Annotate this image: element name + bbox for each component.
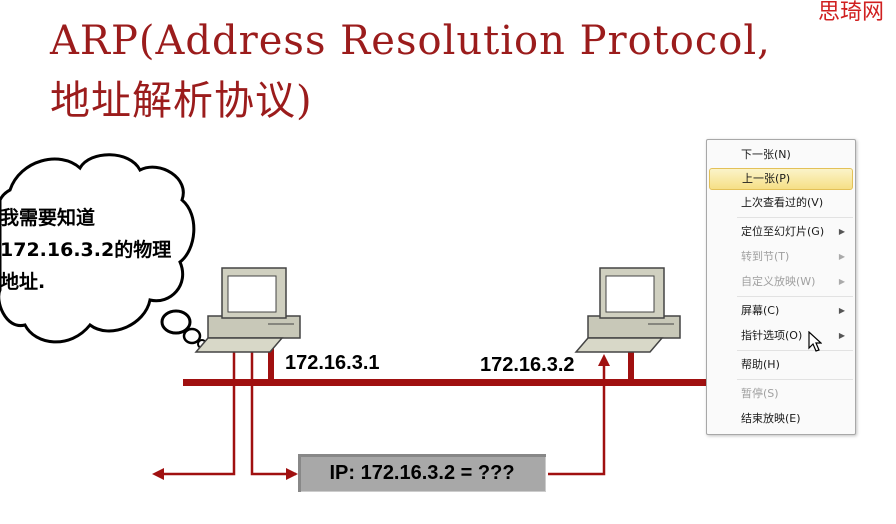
- menu-item-next[interactable]: 下一张(N): [709, 144, 853, 166]
- menu-item-screen[interactable]: 屏幕(C) ▶: [709, 300, 853, 322]
- broadcast-arrows: [158, 350, 606, 476]
- menu-item-custom-show: 自定义放映(W) ▶: [709, 271, 853, 293]
- computer-2-icon: [574, 267, 681, 353]
- menu-item-label: 自定义放映(W): [741, 275, 816, 288]
- menu-item-go-to-section: 转到节(T) ▶: [709, 246, 853, 268]
- slideshow-context-menu: 下一张(N) 上一张(P) 上次查看过的(V) 定位至幻灯片(G) ▶ 转到节(T…: [706, 139, 856, 435]
- menu-item-label: 上一张(P): [742, 172, 791, 185]
- menu-item-label: 定位至幻灯片(G): [741, 225, 825, 238]
- arp-query-box: IP: 172.16.3.2 = ???: [298, 454, 546, 492]
- menu-separator: [737, 217, 853, 218]
- menu-item-label: 上次查看过的(V): [741, 196, 824, 209]
- menu-separator: [737, 350, 853, 351]
- menu-separator: [737, 379, 853, 380]
- menu-item-last-viewed[interactable]: 上次查看过的(V): [709, 192, 853, 214]
- watermark-text: 思琦网: [818, 0, 885, 25]
- bubble-line-1: 我需要知道: [0, 207, 96, 229]
- bubble-line-2: 172.16.3.2的物理: [0, 239, 172, 261]
- submenu-arrow-icon: ▶: [838, 331, 845, 340]
- network-bus: [183, 379, 706, 386]
- mouse-pointer-icon: [808, 331, 822, 352]
- menu-item-previous[interactable]: 上一张(P): [709, 168, 853, 190]
- thought-bubble-text: 我需要知道 172.16.3.2的物理 地址.: [0, 202, 190, 298]
- menu-item-pause: 暂停(S): [709, 383, 853, 405]
- host1-ip-label: 172.16.3.1: [285, 352, 380, 374]
- menu-item-end-show[interactable]: 结束放映(E): [709, 408, 853, 430]
- menu-item-label: 屏幕(C): [741, 304, 780, 317]
- menu-item-label: 帮助(H): [741, 358, 780, 371]
- submenu-arrow-icon: ▶: [838, 277, 845, 286]
- menu-item-label: 指针选项(O): [741, 329, 803, 342]
- menu-item-label: 结束放映(E): [741, 412, 801, 425]
- menu-item-pointer-options[interactable]: 指针选项(O) ▶: [709, 325, 853, 347]
- thought-bubble: [0, 153, 207, 349]
- menu-item-label: 下一张(N): [741, 148, 791, 161]
- slide-title-line2: 地址解析协议): [50, 78, 313, 124]
- submenu-arrow-icon: ▶: [838, 252, 845, 261]
- menu-item-label: 暂停(S): [741, 387, 779, 400]
- menu-item-go-to-slide[interactable]: 定位至幻灯片(G) ▶: [709, 221, 853, 243]
- menu-separator: [737, 296, 853, 297]
- menu-item-help[interactable]: 帮助(H): [709, 354, 853, 376]
- menu-item-label: 转到节(T): [741, 250, 790, 263]
- bubble-line-3: 地址.: [0, 271, 46, 293]
- submenu-arrow-icon: ▶: [838, 227, 845, 236]
- slide-title-line1: ARP(Address Resolution Protocol,: [50, 18, 771, 64]
- submenu-arrow-icon: ▶: [838, 306, 845, 315]
- computer-1-icon: [194, 267, 301, 353]
- host2-ip-label: 172.16.3.2: [480, 354, 575, 376]
